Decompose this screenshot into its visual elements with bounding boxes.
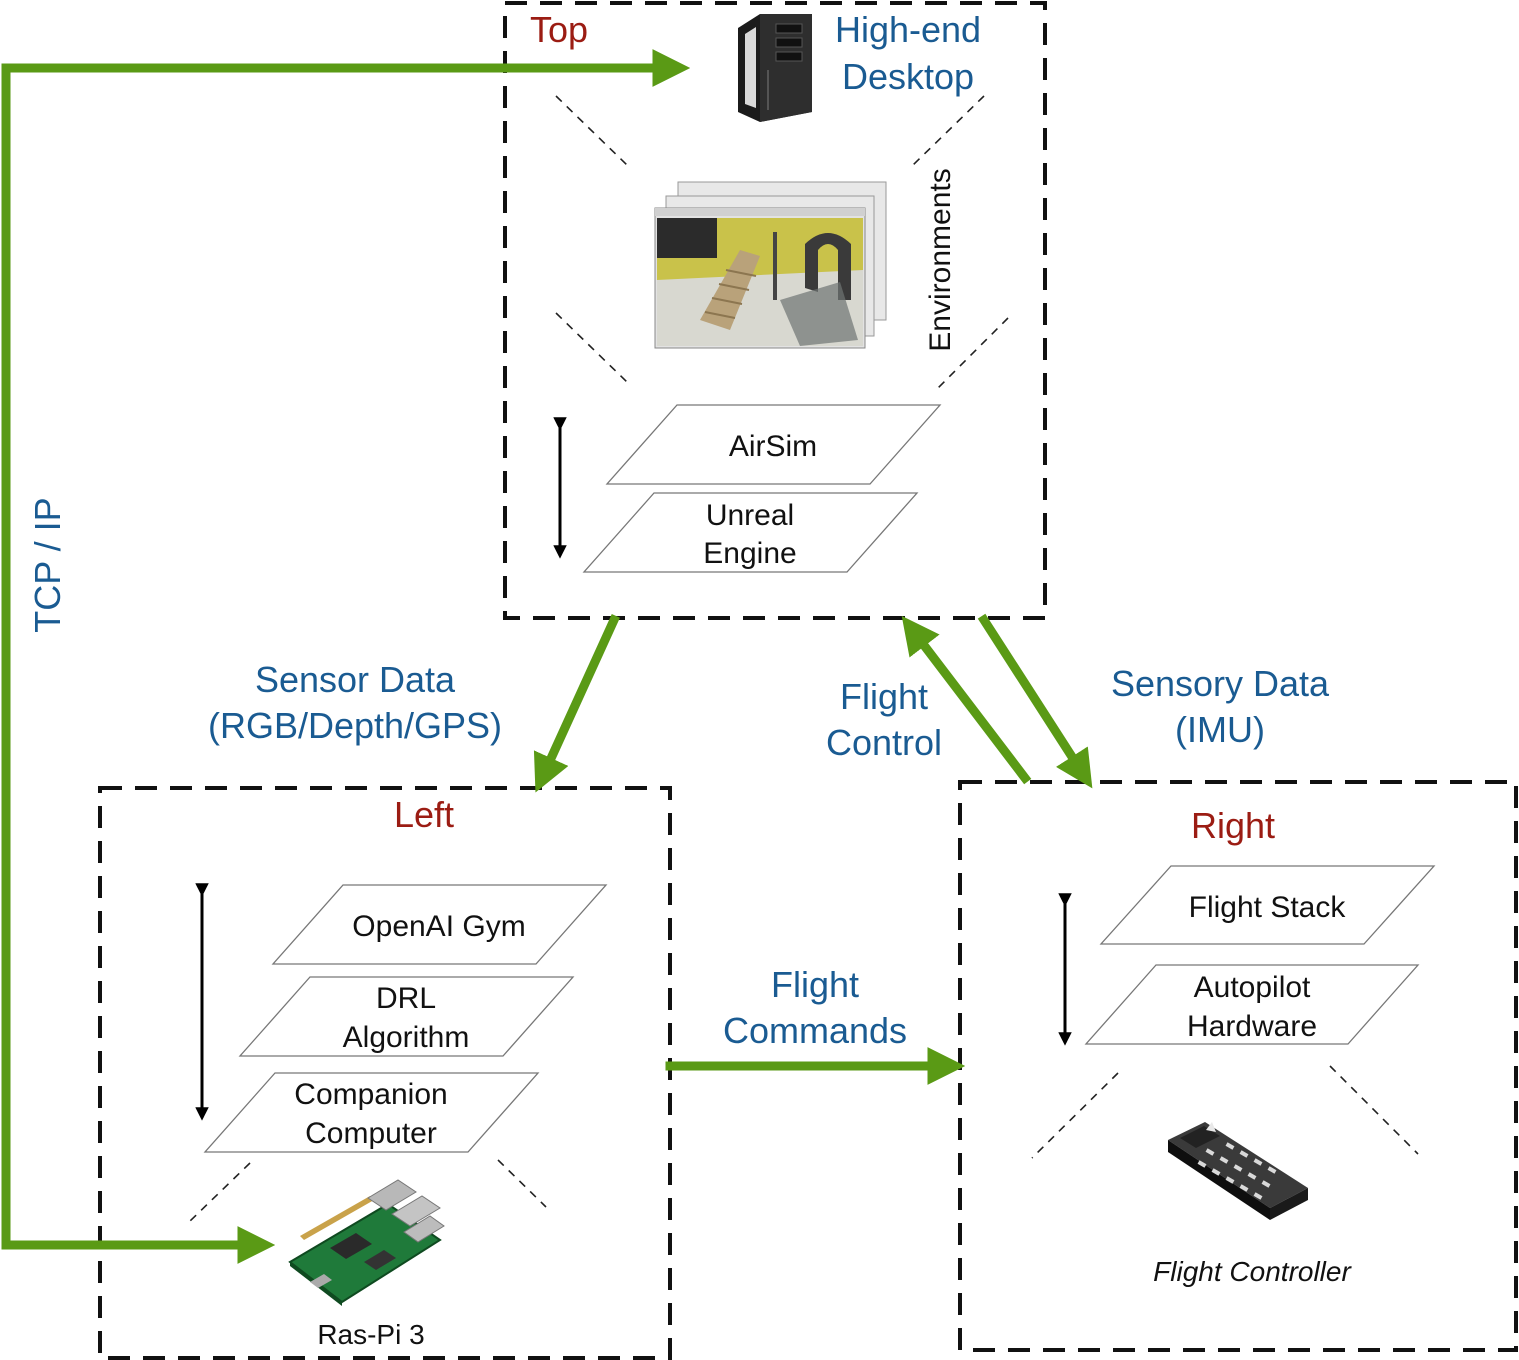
tcp-ip-link	[1, 49, 691, 1264]
connector-line	[497, 1159, 547, 1208]
connector-line	[555, 95, 629, 167]
layer-flight-stack	[1099, 865, 1436, 945]
sensory-data-label-line2: (IMU)	[1175, 709, 1265, 750]
sensor-data-label-line1: Sensor Data	[255, 659, 456, 700]
layer-openai-gym	[271, 884, 608, 965]
right-section-title: Right	[1191, 805, 1275, 846]
layer-unreal-engine	[582, 492, 919, 573]
layer-drl-algorithm-label-line1: DRL	[376, 982, 436, 1015]
top-section-box	[503, 1, 1047, 620]
connector-line	[937, 317, 1009, 389]
raspberry-pi-board-icon	[288, 1179, 445, 1306]
left-section-title: Left	[394, 794, 454, 835]
top-section-title: Top	[530, 9, 588, 50]
raspi-label: Ras-Pi 3	[317, 1319, 424, 1350]
flight-controller-label: Flight Controller	[1153, 1256, 1352, 1287]
connector-line	[911, 95, 985, 167]
top-layer-stack: AirSim Unreal Engine	[553, 404, 942, 573]
flight-commands-label-line1: Flight	[771, 964, 859, 1005]
flight-control-arrow	[901, 615, 1032, 785]
connector-line	[555, 312, 629, 384]
flight-controller-icon	[1168, 1122, 1308, 1220]
layer-drl-algorithm-label-line2: Algorithm	[343, 1021, 470, 1054]
simulator-screenshot	[654, 181, 887, 349]
layer-airsim-label: AirSim	[729, 430, 817, 463]
sensory-data-label-line1: Sensory Data	[1111, 663, 1330, 704]
layer-unreal-engine-label-line2: Engine	[703, 537, 796, 570]
flight-commands-label-line2: Commands	[723, 1010, 907, 1051]
layer-autopilot-hardware-label-line2: Hardware	[1187, 1010, 1317, 1043]
layer-flight-stack-label: Flight Stack	[1189, 891, 1347, 924]
desktop-tower-icon	[738, 14, 812, 122]
desktop-label-line1: High-end	[835, 9, 981, 50]
layer-unreal-engine-label-line1: Unreal	[706, 499, 794, 532]
layer-drl-algorithm	[238, 976, 575, 1057]
left-section-box	[98, 786, 672, 1360]
desktop-label-line2: Desktop	[842, 56, 974, 97]
layer-companion-computer-label-line2: Computer	[305, 1117, 437, 1150]
layer-autopilot-hardware	[1084, 964, 1420, 1045]
sensor-data-arrow	[533, 614, 620, 793]
tcp-ip-arrow-to-desktop	[1, 49, 691, 315]
tcp-ip-arrow-to-raspi	[1, 305, 276, 1264]
flight-control-label-line2: Control	[826, 722, 942, 763]
layer-companion-computer	[203, 1072, 540, 1153]
layer-autopilot-hardware-label-line1: Autopilot	[1194, 971, 1311, 1004]
tcp-ip-label: TCP / IP	[27, 497, 68, 632]
right-layer-stack: Flight Stack Autopilot Hardware	[1058, 865, 1436, 1046]
connector-line	[187, 1162, 251, 1224]
layer-openai-gym-label: OpenAI Gym	[352, 910, 525, 943]
layer-companion-computer-label-line1: Companion	[294, 1078, 447, 1111]
sensor-data-label-line2: (RGB/Depth/GPS)	[208, 705, 502, 746]
layer-airsim	[605, 404, 942, 485]
left-layer-stack: OpenAI Gym DRL Algorithm Companion Compu…	[195, 883, 608, 1153]
sensory-data-arrow	[977, 613, 1093, 789]
connector-line	[1329, 1065, 1419, 1155]
flight-control-label-line1: Flight	[840, 676, 928, 717]
environments-label: Environments	[924, 168, 957, 351]
connector-line	[1031, 1072, 1119, 1159]
